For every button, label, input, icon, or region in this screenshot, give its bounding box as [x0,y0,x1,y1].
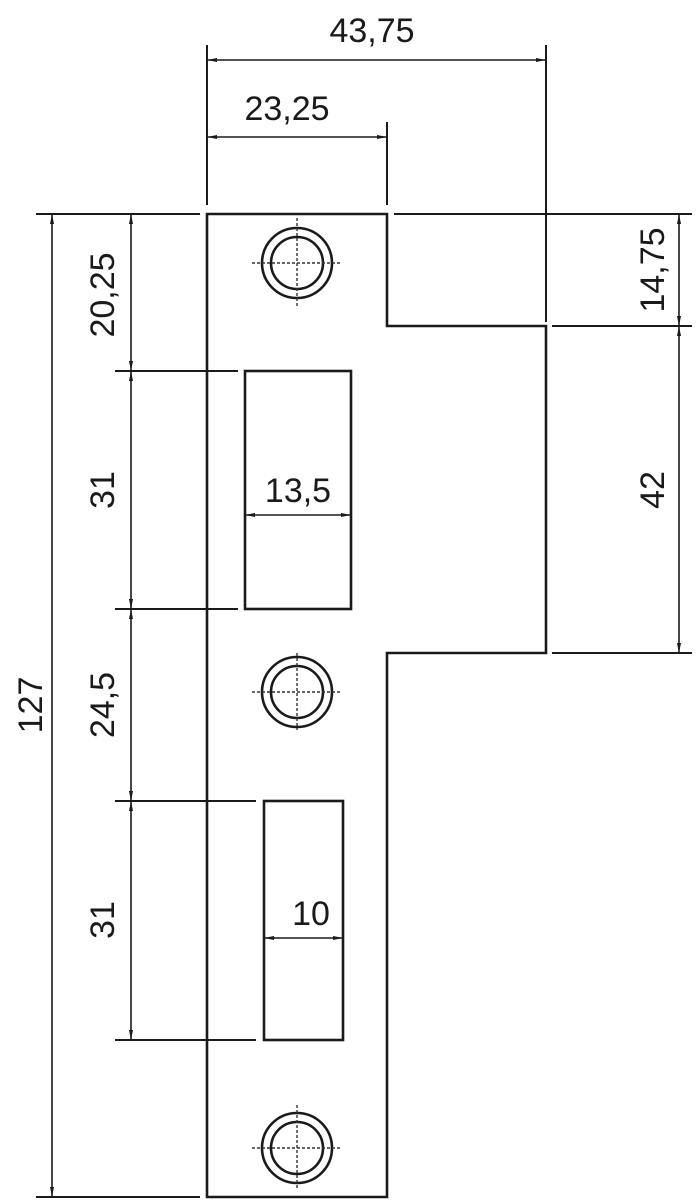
dim-overall-height: 127 [12,214,54,1197]
dim-step-top-label: 14,75 [634,227,672,312]
dim-upper-width: 23,25 [207,90,387,139]
dim-slot1-height-label: 31 [84,471,122,509]
dim-slot2-height-label: 31 [84,901,122,939]
dim-step-height-label: 42 [634,471,672,509]
dim-step-height: 42 [634,326,681,653]
dim-top-to-slot1-label: 20,25 [84,252,122,337]
dim-slot2-height: 31 [84,801,133,1040]
bottom-screw-hole-icon [252,1105,342,1190]
dim-slot1-height: 31 [84,371,133,609]
dim-upper-width-label: 23,25 [244,90,329,128]
dim-overall-width: 43,75 [207,12,546,62]
dim-slot2-width-label: 10 [292,895,330,933]
dim-slot-gap: 24,5 [84,609,133,801]
dim-overall-height-label: 127 [12,677,50,734]
dim-slot2-width: 10 [264,895,343,940]
latch-slot [243,369,353,611]
dim-slot1-width-label: 13,5 [265,472,331,510]
dim-overall-width-label: 43,75 [329,12,414,50]
bolt-slot [262,799,345,1042]
dim-step-top: 14,75 [634,214,681,326]
dim-slot1-width: 13,5 [245,472,351,517]
dim-slot-gap-label: 24,5 [84,672,122,738]
extension-lines [36,45,692,1198]
dim-top-to-slot1: 20,25 [84,214,133,371]
plate-outline [205,212,548,1199]
middle-screw-hole-icon [252,653,342,730]
top-screw-hole-icon [252,218,342,308]
